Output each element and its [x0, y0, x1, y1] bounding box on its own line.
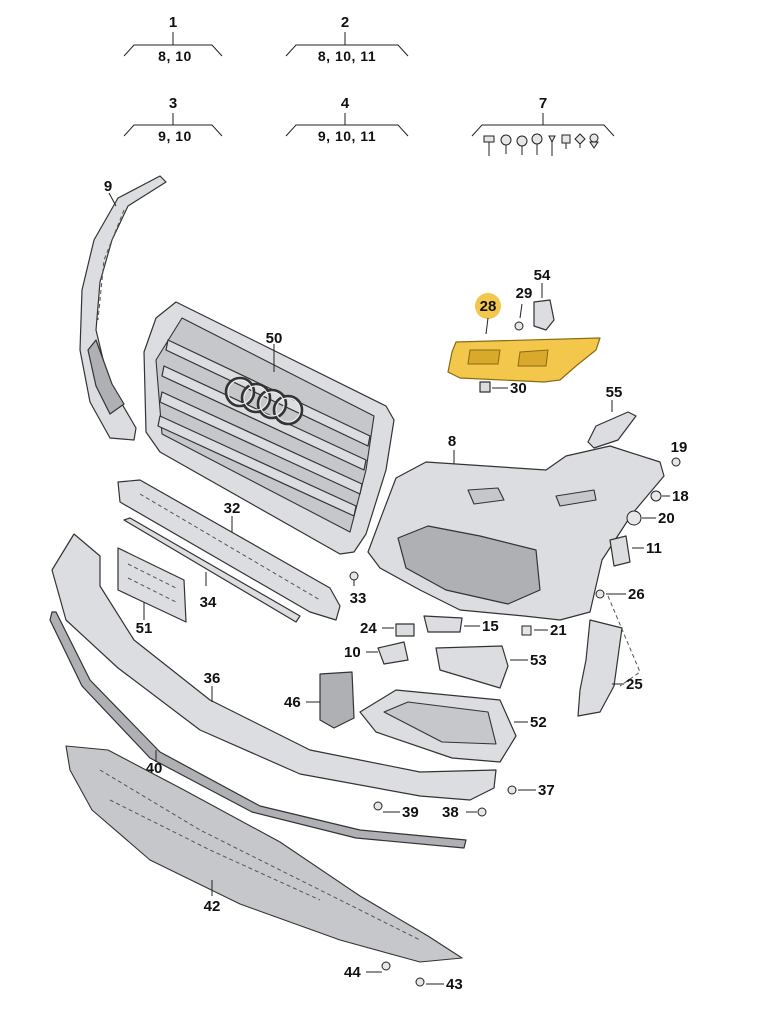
callout-21: 21: [550, 622, 567, 639]
callout-25: 25: [626, 676, 643, 693]
group-7-number: 7: [539, 95, 547, 112]
group-4-refs: 9, 10, 11: [318, 128, 376, 144]
part-24-clip[interactable]: 24: [360, 620, 415, 637]
callout-44: 44: [344, 964, 361, 981]
part-33-screw[interactable]: 33: [349, 571, 367, 607]
callout-15: 15: [482, 618, 499, 635]
callout-30: 30: [510, 380, 527, 397]
part-39-screw[interactable]: 39: [373, 801, 419, 821]
callout-37: 37: [538, 782, 555, 799]
part-15-trim[interactable]: 15: [423, 615, 499, 635]
part-50-radiator-grille[interactable]: 50: [143, 301, 395, 555]
callout-34: 34: [200, 594, 217, 611]
callout-10: 10: [344, 644, 361, 661]
callout-20: 20: [658, 510, 675, 527]
part-53-bracket[interactable]: 53: [435, 645, 547, 689]
callout-11: 11: [646, 540, 662, 557]
part-54-clip[interactable]: 54: [533, 267, 555, 331]
callout-19: 19: [671, 439, 688, 456]
part-44-screw[interactable]: 44: [344, 961, 391, 981]
callout-28: 28: [480, 298, 497, 315]
callout-9: 9: [104, 178, 112, 195]
callout-39: 39: [402, 804, 419, 821]
callout-26: 26: [628, 586, 645, 603]
part-36-lower-spoiler[interactable]: 36: [51, 533, 497, 801]
part-38-screw[interactable]: 38: [442, 804, 487, 821]
group-4[interactable]: 4 9, 10, 11: [285, 95, 409, 144]
group-7[interactable]: 7: [471, 95, 615, 156]
highlight-badge: [475, 293, 501, 319]
callout-53: 53: [530, 652, 547, 669]
part-34-trim-strip[interactable]: 34: [123, 517, 301, 623]
group-4-number: 4: [341, 95, 350, 112]
part-42-undertray[interactable]: 42: [65, 745, 463, 963]
part-51-plate-bracket[interactable]: 51: [117, 547, 187, 637]
part-28-highlighted-bracket[interactable]: 28: [447, 293, 601, 383]
part-18-clip[interactable]: 18: [650, 488, 689, 505]
part-52-fog-light-grille[interactable]: 52: [359, 689, 547, 763]
audi-rings-logo: [224, 376, 304, 426]
callout-18: 18: [672, 488, 689, 505]
part-20-grommet[interactable]: 20: [626, 510, 675, 527]
part-46-bracket[interactable]: 46: [284, 671, 355, 729]
callout-36: 36: [204, 670, 221, 687]
part-43-screw[interactable]: 43: [415, 976, 463, 993]
group-2-refs: 8, 10, 11: [318, 48, 376, 64]
part-55-cover[interactable]: 55: [587, 384, 637, 449]
group-2[interactable]: 2 8, 10, 11: [285, 14, 409, 64]
group-2-number: 2: [341, 14, 349, 31]
callout-33: 33: [350, 590, 367, 607]
callout-24: 24: [360, 620, 377, 637]
callout-32: 32: [224, 500, 241, 517]
part-10-cap[interactable]: 10: [344, 641, 409, 665]
part-11-bracket[interactable]: 11: [609, 535, 662, 567]
part-19-screw[interactable]: 19: [671, 439, 688, 467]
group-3-refs: 9, 10: [158, 128, 192, 144]
callout-52: 52: [530, 714, 547, 731]
part-29-screw[interactable]: 29: [514, 285, 533, 331]
callout-42: 42: [204, 898, 221, 915]
callout-29: 29: [516, 285, 533, 302]
part-32-lower-grille[interactable]: 32: [117, 479, 341, 621]
group-1[interactable]: 1 8, 10: [123, 14, 223, 64]
part-30-clip[interactable]: 30: [479, 380, 527, 397]
callout-55: 55: [606, 384, 623, 401]
callout-54: 54: [534, 267, 551, 284]
part-25-side-guide[interactable]: 25: [577, 595, 643, 717]
callout-8: 8: [448, 433, 456, 450]
part-21-clip[interactable]: 21: [521, 622, 567, 639]
callout-46: 46: [284, 694, 301, 711]
screw-set-icon: [483, 133, 599, 156]
part-8-bumper-cover[interactable]: 8: [367, 433, 665, 621]
group-1-refs: 8, 10: [158, 48, 192, 64]
group-3[interactable]: 3 9, 10: [123, 95, 223, 144]
part-37-screw[interactable]: 37: [507, 782, 555, 799]
callout-51: 51: [136, 620, 153, 637]
part-26-screw[interactable]: 26: [595, 586, 645, 603]
group-3-number: 3: [169, 95, 177, 112]
part-9-side-bracket[interactable]: 9: [79, 175, 167, 441]
group-1-number: 1: [169, 14, 177, 31]
callout-43: 43: [446, 976, 463, 993]
callout-38: 38: [442, 804, 459, 821]
callout-50: 50: [266, 330, 283, 347]
